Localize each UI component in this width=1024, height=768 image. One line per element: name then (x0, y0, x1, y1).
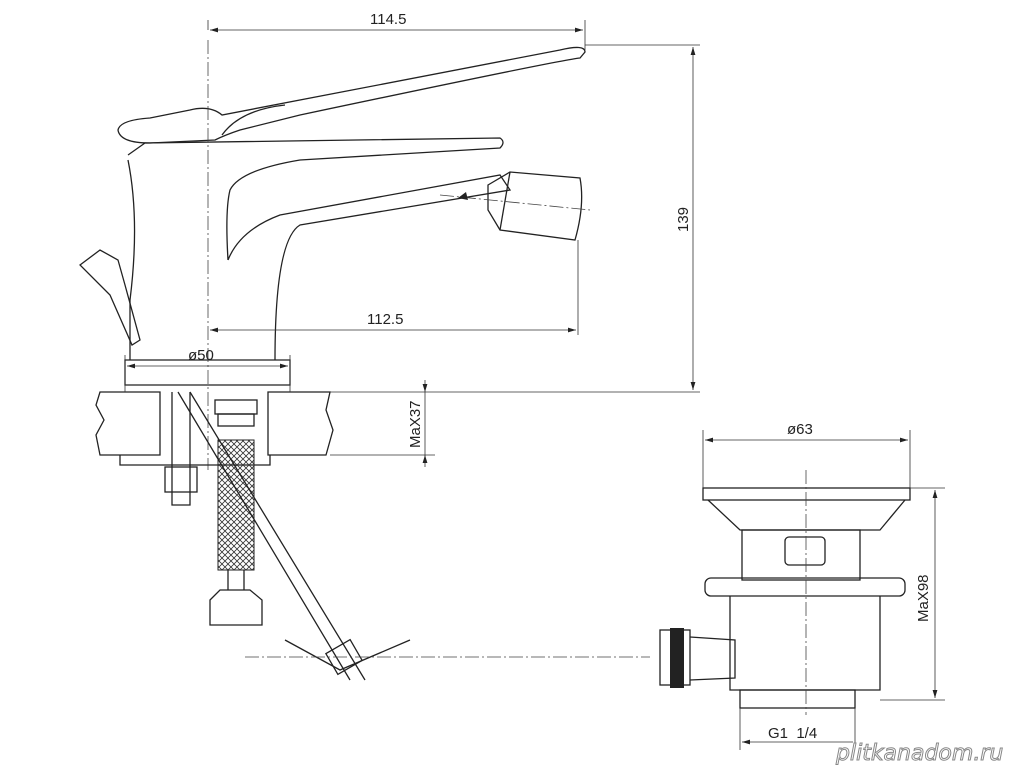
dim-drain-thread: G1 1/4 (768, 725, 817, 742)
dimension-lines (124, 20, 945, 750)
dim-height: 139 (675, 207, 692, 232)
faucet-drawing (79, 40, 591, 470)
dim-drain-max-height: MaX98 (915, 574, 932, 622)
dim-max-counter-thickness: MaX37 (407, 400, 424, 448)
watermark: plitkanadom.ru (835, 741, 1003, 766)
dim-spout-reach-bottom: 112.5 (367, 311, 403, 328)
drain-drawing (659, 470, 911, 715)
dim-drain-diameter: ø63 (787, 421, 813, 438)
dim-base-diameter: ø50 (188, 347, 214, 364)
dim-spout-reach-top: 114.5 (370, 11, 406, 28)
countertop-section (95, 391, 700, 681)
